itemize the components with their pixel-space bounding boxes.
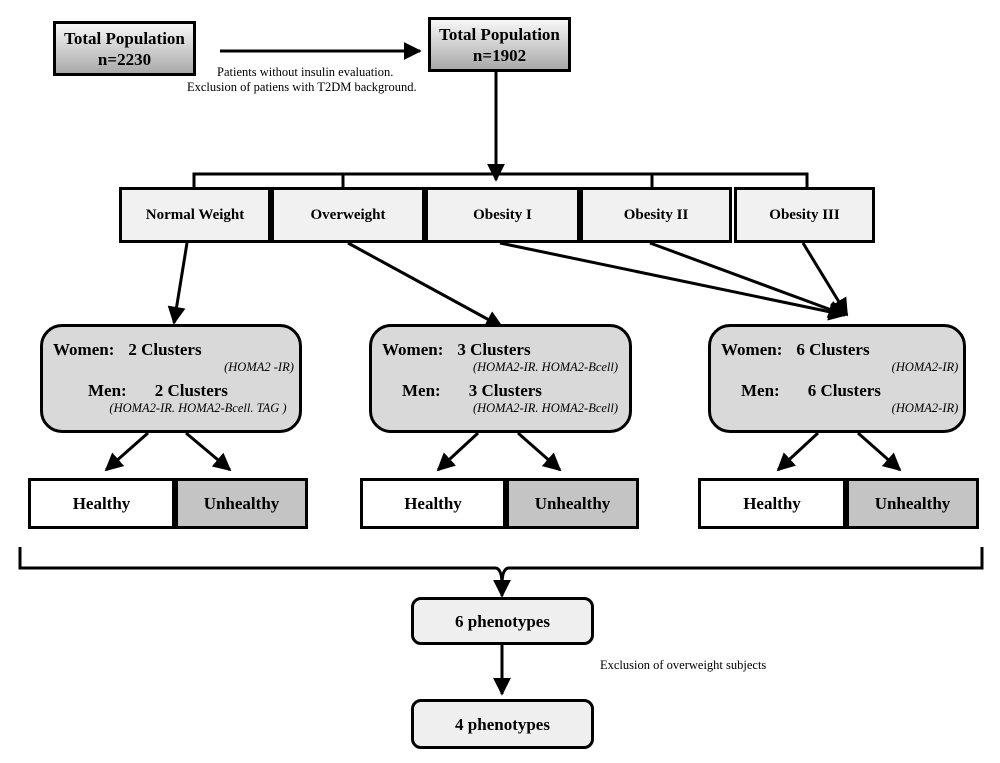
initial-population-n: n=2230 <box>97 49 152 69</box>
unhealthy-box-2: Unhealthy <box>506 478 639 529</box>
final-population-n: n=1902 <box>472 45 527 65</box>
cluster-men-note: (HOMA2-IR. HOMA2-Bcell) <box>472 401 619 415</box>
category-bracket <box>192 172 809 187</box>
category-normal-weight: Normal Weight <box>119 187 271 243</box>
cluster-women-value: 6 Clusters <box>796 340 870 359</box>
cluster-women-label: Women: <box>53 340 115 359</box>
unhealthy-box-1: Unhealthy <box>175 478 308 529</box>
cluster-women-note: (HOMA2-IR. HOMA2-Bcell) <box>472 360 619 374</box>
cluster-women-note: (HOMA2 -IR) <box>224 360 294 374</box>
arrow-obesity3-to-cluster <box>801 242 849 317</box>
final-population-title: Total Population <box>439 24 560 44</box>
cluster-box-normal-weight: Women: 2 Clusters (HOMA2 -IR) Men: 2 Clu… <box>40 324 302 433</box>
initial-population-box: Total Population n=2230 <box>53 21 196 76</box>
cluster-women-note: (HOMA2-IR) <box>891 360 959 374</box>
arrow-normal-to-cluster <box>167 242 189 325</box>
arrow-overweight-to-cluster <box>347 241 504 329</box>
outcome-brace <box>18 547 984 586</box>
cluster-women-label: Women: <box>382 340 444 359</box>
arrow-c3-unhealthy <box>857 431 902 472</box>
cluster-men-value: 2 Clusters <box>154 381 228 400</box>
healthy-box-1: Healthy <box>28 478 175 529</box>
cluster-men-label: Men: <box>402 381 441 400</box>
healthy-box-2: Healthy <box>360 478 506 529</box>
exclusion-note-1: Patients without insulin evaluation. <box>217 65 394 79</box>
final-population-box: Total Population n=1902 <box>428 17 571 72</box>
category-overweight: Overweight <box>271 187 425 243</box>
cluster-men-label: Men: <box>741 381 780 400</box>
cluster-men-note: (HOMA2-IR. HOMA2-Bcell. TAG ) <box>109 401 287 415</box>
cluster-men-label: Men: <box>88 381 127 400</box>
arrow-c2-healthy <box>436 431 480 472</box>
cluster-women-value: 2 Clusters <box>128 340 202 359</box>
arrow-c3-healthy <box>776 431 820 472</box>
cluster-men-value: 3 Clusters <box>468 381 542 400</box>
cluster-box-overweight: Women: 3 Clusters (HOMA2-IR. HOMA2-Bcell… <box>369 324 632 433</box>
category-obesity-3: Obesity III <box>734 187 875 243</box>
arrow-c1-healthy <box>104 431 149 472</box>
category-obesity-1: Obesity I <box>425 187 580 243</box>
category-obesity-2: Obesity II <box>580 187 732 243</box>
overweight-exclusion-note: Exclusion of overweight subjects <box>600 658 767 672</box>
phenotypes-4-box: 4 phenotypes <box>411 699 594 749</box>
arrow-obesity1-to-cluster <box>499 241 847 321</box>
initial-population-title: Total Population <box>64 28 185 48</box>
cluster-women-label: Women: <box>721 340 783 359</box>
arrow-obesity2-to-cluster <box>649 241 847 318</box>
cluster-women-value: 3 Clusters <box>457 340 531 359</box>
phenotypes-6-box: 6 phenotypes <box>411 597 594 645</box>
arrow-c1-unhealthy <box>185 431 232 472</box>
cluster-men-note: (HOMA2-IR) <box>891 401 959 415</box>
healthy-box-3: Healthy <box>698 478 846 529</box>
exclusion-note-2: Exclusion of patiens with T2DM backgroun… <box>187 80 417 94</box>
cluster-men-value: 6 Clusters <box>807 381 881 400</box>
unhealthy-box-3: Unhealthy <box>846 478 979 529</box>
cluster-box-obesity: Women: 6 Clusters (HOMA2-IR) Men: 6 Clus… <box>708 324 966 433</box>
arrow-c2-unhealthy <box>517 431 562 472</box>
